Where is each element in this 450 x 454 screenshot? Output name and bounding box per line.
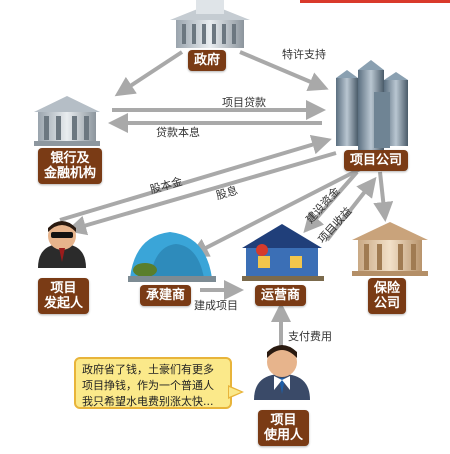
skyscrapers-icon <box>336 60 408 150</box>
arrow-gov-to-bank <box>114 50 184 97</box>
government-building-icon <box>170 0 250 48</box>
arrow-sponsor-to-company <box>59 134 332 222</box>
arrow-company-to-sponsor <box>66 151 337 236</box>
node-label-sponsor: 项目 发起人 <box>38 278 90 314</box>
speech-line-2: 项目挣钱，作为一个普通人 <box>82 379 214 392</box>
edge-label-loan-principal-interest: 贷款本息 <box>156 126 200 139</box>
node-label-user: 项目 使用人 <box>258 410 310 446</box>
node-label-project-company: 项目公司 <box>344 150 409 171</box>
speech-line-1: 政府省了钱，土豪们有更多 <box>82 363 214 376</box>
insurance-building-icon <box>352 222 428 276</box>
arrow-operator-to-company <box>325 176 377 242</box>
speech-bubble-tail-inner <box>229 387 241 397</box>
bank-building-icon <box>34 96 100 146</box>
arrow-company-to-operator <box>303 170 359 234</box>
arrow-gov-to-company <box>239 50 329 91</box>
node-label-insurance: 保险 公司 <box>368 278 407 314</box>
edge-label-project-loan: 项目贷款 <box>222 96 266 109</box>
arrow-company-to-insurance <box>373 171 394 222</box>
speech-line-3: 我只希望水电费别涨太快... <box>82 395 214 408</box>
node-label-operator: 运营商 <box>255 285 307 306</box>
top-accent-strip <box>300 0 450 3</box>
edge-label-franchise: 特许支持 <box>282 48 326 61</box>
node-label-government: 政府 <box>188 50 227 71</box>
speech-bubble: 政府省了钱，土豪们有更多 项目挣钱，作为一个普通人 我只希望水电费别涨太快... <box>74 357 232 409</box>
operator-building-icon <box>242 224 324 281</box>
node-label-contractor: 承建商 <box>140 285 192 306</box>
node-label-bank: 银行及 金融机构 <box>38 148 103 184</box>
edge-label-pay-fees: 支付费用 <box>288 330 332 343</box>
edge-label-build-project: 建成项目 <box>194 299 238 312</box>
flow-arrows <box>59 50 394 348</box>
sponsor-person-icon <box>38 221 86 268</box>
arrow-company-to-contractor <box>188 166 363 257</box>
contractor-structure-icon <box>128 232 216 282</box>
user-person-icon <box>254 345 310 400</box>
